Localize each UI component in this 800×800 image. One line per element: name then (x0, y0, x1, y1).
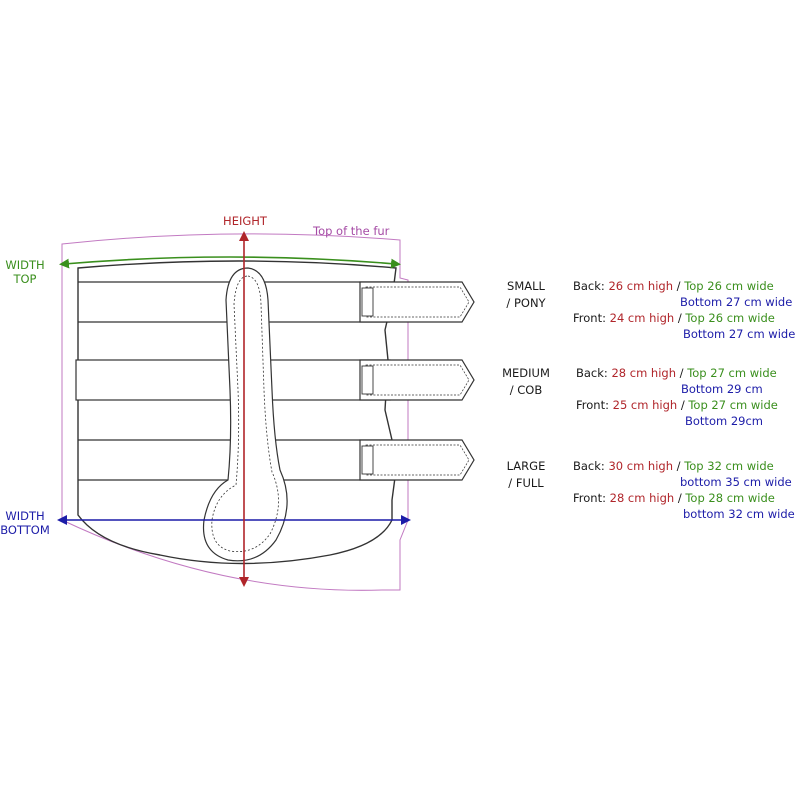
width-top-label-line2: TOP (13, 272, 37, 286)
back-label: Back: (573, 459, 605, 473)
medium-front-bottom: Bottom 29cm (685, 414, 763, 428)
front-high: 25 cm high (612, 398, 678, 412)
back-label: Back: (573, 279, 605, 293)
size-name-line1: MEDIUM (502, 366, 550, 380)
small-back-row: Back: 26 cm high / Top 26 cm wide (573, 279, 774, 293)
height-label: HEIGHT (223, 214, 267, 228)
large-back-bottom: bottom 35 cm wide (680, 475, 792, 489)
front-high: 28 cm high (609, 491, 675, 505)
front-label: Front: (573, 491, 606, 505)
small-front-row: Front: 24 cm high / Top 26 cm wide (573, 311, 775, 325)
medium-back-row: Back: 28 cm high / Top 27 cm wide (576, 366, 777, 380)
small-front-bottom: Bottom 27 cm wide (683, 327, 796, 341)
width-top-arrow (59, 256, 401, 269)
width-top-label: WIDTH TOP (0, 258, 50, 286)
front-high: 24 cm high (609, 311, 675, 325)
medium-front-row: Front: 25 cm high / Top 27 cm wide (576, 398, 778, 412)
fur-outline (61, 233, 409, 591)
top-of-fur-label: Top of the fur (313, 224, 390, 238)
size-name-line2: / PONY (506, 296, 546, 310)
back-top-width: Top 32 cm wide (684, 459, 774, 473)
large-front-bottom: bottom 32 cm wide (683, 507, 795, 521)
strap-tabs (359, 281, 475, 481)
medium-back-bottom: Bottom 29 cm (681, 382, 763, 396)
front-label: Front: (576, 398, 609, 412)
large-back-row: Back: 30 cm high / Top 32 cm wide (573, 459, 774, 473)
width-top-label-line1: WIDTH (5, 258, 45, 272)
small-back-bottom: Bottom 27 cm wide (680, 295, 793, 309)
width-bottom-label: WIDTH BOTTOM (0, 509, 50, 537)
size-name-line2: / FULL (508, 476, 544, 490)
back-label: Back: (576, 366, 608, 380)
size-name-medium: MEDIUM / COB (491, 365, 561, 399)
size-name-line2: / COB (509, 383, 543, 397)
size-name-line1: SMALL (507, 279, 545, 293)
front-top-width: Top 28 cm wide (685, 491, 775, 505)
back-top-width: Top 26 cm wide (684, 279, 774, 293)
size-name-large: LARGE / FULL (491, 458, 561, 492)
size-name-small: SMALL / PONY (491, 278, 561, 312)
large-front-row: Front: 28 cm high / Top 28 cm wide (573, 491, 775, 505)
front-top-width: Top 27 cm wide (688, 398, 778, 412)
front-label: Front: (573, 311, 606, 325)
width-bottom-label-line1: WIDTH (5, 509, 45, 523)
back-high: 30 cm high (608, 459, 673, 473)
back-top-width: Top 27 cm wide (687, 366, 777, 380)
size-name-line1: LARGE (506, 459, 546, 473)
front-top-width: Top 26 cm wide (685, 311, 775, 325)
back-high: 26 cm high (608, 279, 673, 293)
width-bottom-label-line2: BOTTOM (0, 523, 50, 537)
back-high: 28 cm high (611, 366, 676, 380)
velcro-patches (361, 287, 374, 475)
